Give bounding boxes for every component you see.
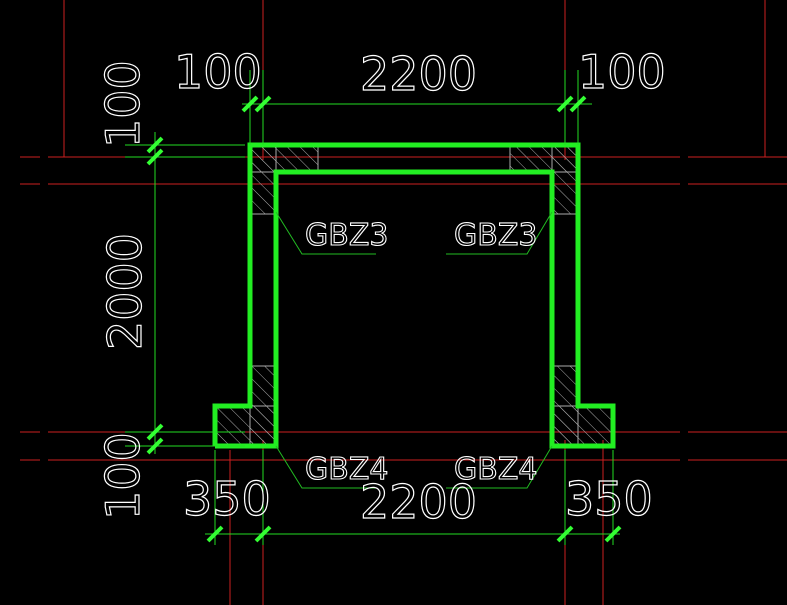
- leader-top-right: [446, 211, 553, 255]
- wall-outline: [212, 142, 616, 449]
- dim-text-left-bottom: 100: [96, 432, 150, 520]
- dim-text-top-middle: 2200: [360, 47, 477, 101]
- dim-text-top-left: 100: [174, 45, 262, 99]
- dim-text-left-top: 100: [96, 60, 150, 148]
- column-tag-bottom-right: GBZ4: [454, 452, 537, 487]
- axis-breaks: [40, 150, 688, 465]
- hatch-top-left-vertical: [249, 145, 277, 215]
- leader-bottom-right: [446, 445, 553, 489]
- hatch-bottom-right-flange: [551, 405, 614, 447]
- wall-outer: [212, 142, 616, 449]
- hatch-top-right-vertical: [551, 145, 579, 215]
- dim-text-left-middle: 2000: [98, 233, 152, 350]
- leader-bottom-left: [275, 445, 376, 489]
- column-tag-top-right: GBZ3: [454, 218, 537, 253]
- dim-text-bottom-left: 350: [183, 472, 271, 526]
- column-tag-top-left: GBZ3: [305, 218, 388, 253]
- dimension-lines: [125, 70, 620, 545]
- dimension-ticks: [146, 95, 622, 543]
- dim-text-top-right: 100: [578, 45, 666, 99]
- leader-top-left: [275, 211, 376, 255]
- hatch-bottom-left-flange: [214, 405, 277, 447]
- dim-text-bottom-middle: 2200: [360, 475, 477, 529]
- column-tag-bottom-left: GBZ4: [305, 452, 388, 487]
- dim-text-bottom-right: 350: [565, 472, 653, 526]
- tag-leaders: [275, 211, 553, 489]
